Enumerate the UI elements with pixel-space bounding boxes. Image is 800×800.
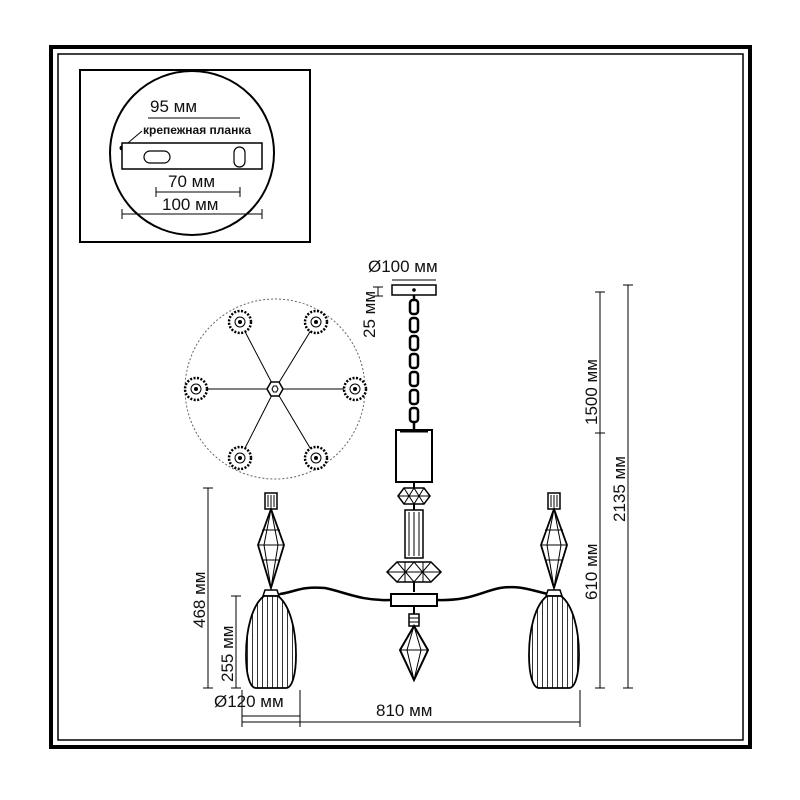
arm-left — [279, 586, 392, 602]
arm-height-label: 468 мм — [190, 572, 209, 628]
canopy — [391, 284, 437, 296]
inset-width-100: 100 мм — [162, 195, 218, 214]
plate-slot-round — [233, 146, 246, 168]
shade-diameter-label: Ø120 мм — [214, 692, 284, 711]
body-height-label: 610 мм — [582, 544, 601, 600]
canopy-diameter-label: Ø100 мм — [368, 257, 438, 276]
inset-width-95: 95 мм — [150, 97, 197, 116]
inner-frame — [57, 53, 744, 741]
arm-right — [436, 585, 549, 602]
top-view — [183, 298, 368, 480]
dimension-lines — [203, 279, 633, 727]
shade-height-label: 255 мм — [218, 626, 237, 682]
chain-length-label: 1500 мм — [582, 359, 601, 425]
shade-top-4 — [342, 376, 368, 402]
right-shade — [528, 595, 580, 689]
shade-top-5 — [227, 445, 253, 471]
plate-slot-oval — [143, 150, 171, 164]
mounting-plate-inset: 95 мм крепежная планка 70 мм 100 мм — [79, 69, 311, 243]
bottom-crystal — [398, 624, 430, 683]
left-lamp — [245, 492, 297, 689]
shade-top-3 — [183, 376, 209, 402]
right-lamp — [528, 492, 580, 689]
outer-frame — [49, 45, 752, 749]
chandelier-body — [267, 429, 559, 683]
arm-hub — [390, 593, 438, 607]
canopy-height-label: 25 мм — [360, 291, 379, 338]
body-cylinder — [395, 429, 433, 483]
shade-top-2 — [303, 309, 329, 335]
left-shade — [245, 595, 297, 689]
shade-top-6 — [303, 445, 329, 471]
total-width-label: 810 мм — [376, 701, 432, 720]
chain — [408, 295, 420, 430]
inset-width-70: 70 мм — [168, 172, 215, 191]
mounting-plate-label: крепежная планка — [143, 123, 251, 137]
total-height-label: 2135 мм — [610, 456, 629, 522]
shade-top-1 — [227, 309, 253, 335]
